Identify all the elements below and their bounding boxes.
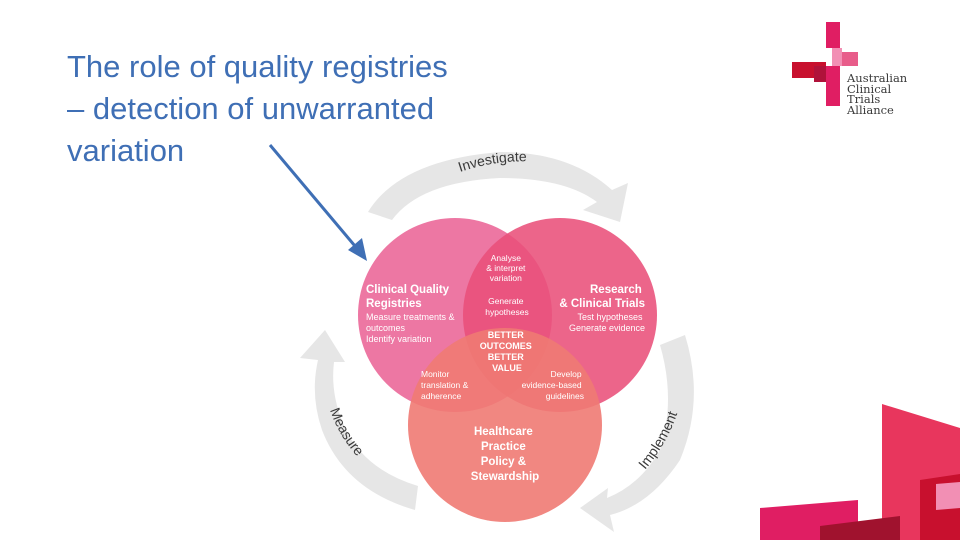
corner-decoration [760, 404, 960, 540]
healthcare-title: Healthcare Practice Policy & Stewardship [471, 426, 539, 483]
research-title: Research & Clinical Trials [559, 284, 645, 310]
healthcare-circle [408, 328, 602, 522]
pointer-arrow [268, 144, 367, 261]
registries-title: Clinical Quality Registries [366, 284, 452, 310]
overlap-registries-research: Analyse & interpret variation Generate h… [485, 253, 528, 317]
implement-arrow [580, 335, 694, 532]
cycle-arrows [300, 152, 694, 532]
title-line-2: – detection of unwarranted [67, 91, 435, 126]
overlap-research-healthcare: Develop evidence-based guidelines [522, 369, 584, 401]
logo-line-3: Trials [847, 92, 881, 106]
logo-wordmark: Australian Clinical Trials Alliance [847, 73, 907, 115]
logo-line-1: Australian [847, 71, 908, 85]
research-body: Test hypotheses Generate evidence [569, 312, 645, 333]
title-line-1: The role of quality registries [67, 49, 448, 84]
acta-logo-mark [792, 22, 858, 106]
title-line-3: variation [67, 133, 185, 168]
logo-line-2: Clinical [847, 81, 892, 96]
overlap-center: BETTER OUTCOMES BETTER VALUE [480, 330, 535, 373]
investigate-arrow [368, 152, 628, 222]
venn-circles [358, 218, 657, 522]
overlap-registries-healthcare: Monitor translation & adherence [421, 369, 471, 401]
measure-arrow [300, 330, 418, 510]
logo-line-4: Alliance [847, 102, 894, 117]
slide-title: The role of quality registries – detecti… [67, 46, 587, 172]
registries-body: Measure treatments & outcomes Identify v… [366, 312, 457, 344]
